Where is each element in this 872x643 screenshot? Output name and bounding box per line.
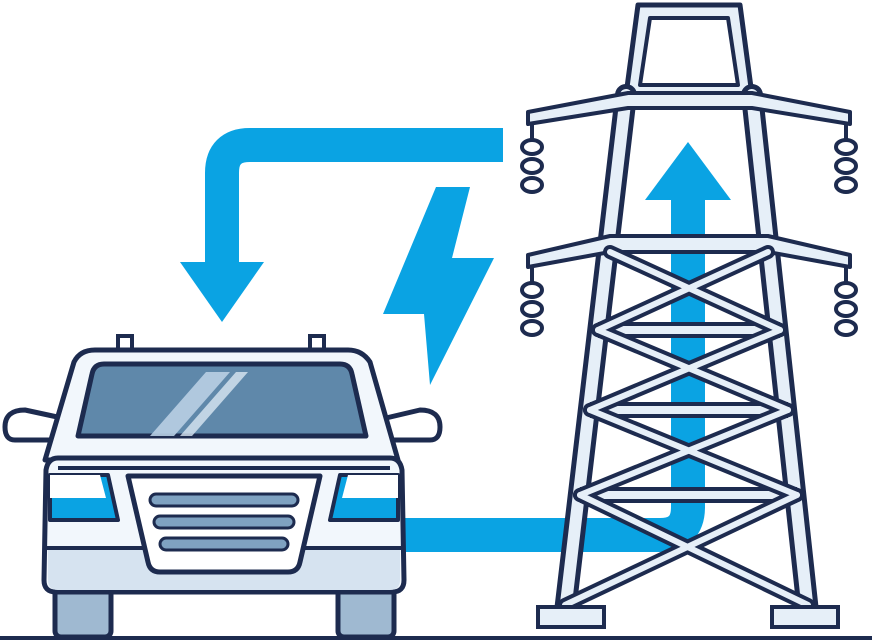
lightning-bolt-icon: [383, 187, 494, 385]
flow-arrow-down-icon: [180, 128, 503, 322]
transmission-tower-icon: [526, 2, 852, 629]
insulator-icon: [520, 124, 858, 337]
car-icon: [2, 334, 443, 640]
